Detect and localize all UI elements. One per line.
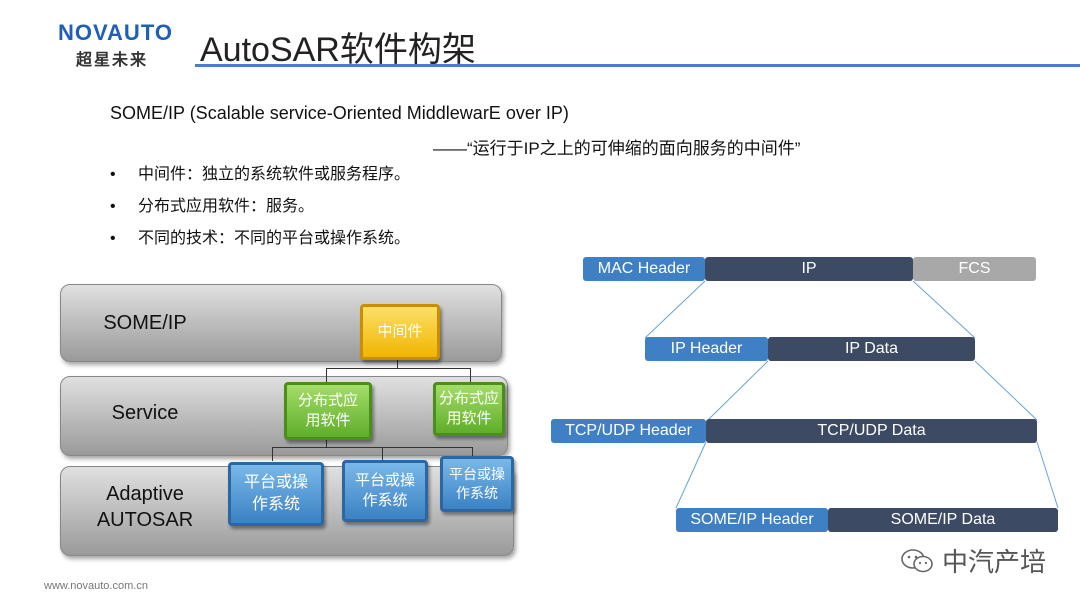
tcp-udp-data-segment: TCP/UDP Data bbox=[706, 419, 1037, 443]
logo-subtitle: 超星未来 bbox=[76, 52, 149, 69]
bullet-item: •分布式应用软件：服务。 bbox=[110, 196, 410, 228]
someip-data-segment: SOME/IP Data bbox=[828, 508, 1058, 532]
bullet-dot-icon: • bbox=[110, 166, 116, 183]
layer-label-adaptive: Adaptive AUTOSAR bbox=[96, 483, 194, 531]
someip-header-segment: SOME/IP Header bbox=[676, 508, 828, 532]
bullet-dot-icon: • bbox=[110, 230, 116, 247]
connector-line bbox=[397, 358, 398, 368]
footer-url: www.novauto.com.cn bbox=[44, 580, 148, 592]
connector-line bbox=[326, 436, 327, 447]
ip-data-segment: IP Data bbox=[768, 337, 975, 361]
bullet-dot-icon: • bbox=[110, 198, 116, 215]
bullet-item: •不同的技术：不同的平台或操作系统。 bbox=[110, 228, 410, 260]
ip-header-segment: IP Header bbox=[645, 337, 768, 361]
connector-line bbox=[272, 447, 273, 461]
fcs-segment: FCS bbox=[913, 257, 1036, 281]
someip-translation: ——“运行于IP之上的可伸缩的面向服务的中间件” bbox=[433, 139, 801, 158]
connector-line bbox=[272, 447, 472, 448]
watermark-text: 中汽产培 bbox=[942, 547, 1047, 577]
someip-definition: SOME/IP (Scalable service-Oriented Middl… bbox=[110, 103, 569, 123]
connector-line bbox=[472, 447, 473, 461]
connector-line bbox=[382, 447, 383, 461]
layer-label-someip: SOME/IP bbox=[103, 312, 187, 334]
bullet-list: •中间件：独立的系统软件或服务程序。 •分布式应用软件：服务。 •不同的技术：不… bbox=[110, 164, 410, 260]
platform-box: 平台或操 作系统 bbox=[440, 456, 514, 512]
connector-line bbox=[326, 368, 327, 382]
middleware-box: 中间件 bbox=[360, 304, 440, 360]
connector-line bbox=[326, 368, 470, 369]
service-box: 分布式应 用软件 bbox=[433, 382, 505, 436]
mac-header-segment: MAC Header bbox=[583, 257, 705, 281]
connector-line bbox=[470, 368, 471, 382]
logo-text: NOVAUTO bbox=[58, 20, 173, 45]
platform-box: 平台或操 作系统 bbox=[342, 460, 428, 522]
tcp-udp-header-segment: TCP/UDP Header bbox=[551, 419, 706, 443]
bullet-item: •中间件：独立的系统软件或服务程序。 bbox=[110, 164, 410, 196]
title-underline bbox=[195, 64, 1080, 67]
layer-label-service: Service bbox=[111, 402, 179, 424]
page-title: AutoSAR软件构架 bbox=[200, 31, 476, 69]
watermark: 中汽产培 bbox=[900, 542, 1046, 579]
wechat-icon bbox=[901, 548, 933, 572]
platform-box: 平台或操 作系统 bbox=[228, 462, 324, 526]
ip-segment: IP bbox=[705, 257, 913, 281]
service-box: 分布式应 用软件 bbox=[284, 382, 372, 440]
